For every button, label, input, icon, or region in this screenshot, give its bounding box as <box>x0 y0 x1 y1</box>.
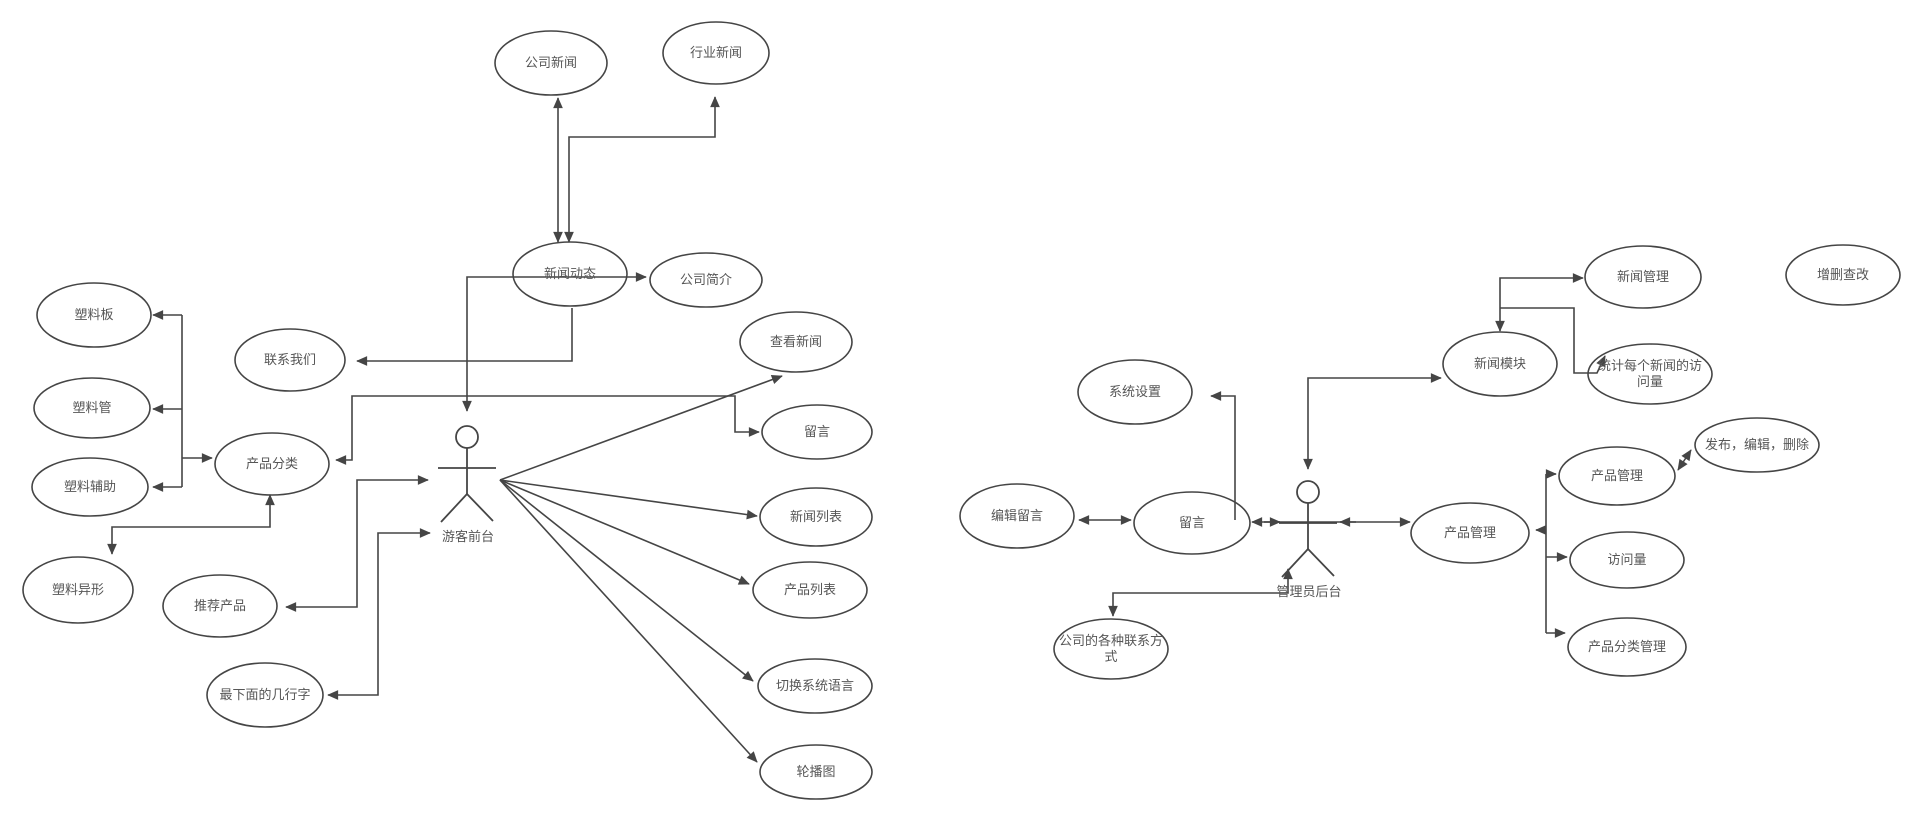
actor-admin-backend-right-leg <box>1307 548 1335 577</box>
connector-visitor-switch-language <box>499 479 754 682</box>
plastic-auxiliary-label: 塑料辅助 <box>64 480 116 495</box>
connector-admin-company-contacts <box>1108 568 1293 617</box>
company-news-label: 公司新闻 <box>525 55 577 71</box>
product-list-label: 产品列表 <box>784 583 836 598</box>
actor-admin-backend-left-leg <box>1281 548 1309 578</box>
connector-news-module-news-management <box>1495 273 1584 332</box>
usecase-leave-message[interactable] <box>761 404 873 460</box>
company-contacts-label: 公司的各种联系方式 <box>1059 633 1163 665</box>
connector-news-module-visit-stats <box>1500 307 1606 374</box>
connector-recommended-visitor <box>285 475 429 612</box>
connector-admin-news-module <box>1303 373 1442 470</box>
usecase-publish-edit-delete[interactable] <box>1694 417 1820 473</box>
usecase-product-category-management[interactable] <box>1567 617 1687 677</box>
actor-visitor-frontend[interactable] <box>438 425 496 523</box>
message-label: 留言 <box>1179 516 1205 531</box>
product-category-management-label: 产品分类管理 <box>1588 640 1666 655</box>
connector-visitor-carousel <box>499 479 758 763</box>
switch-language-label: 切换系统语言 <box>776 679 854 694</box>
connector-visitor-news-list <box>499 479 758 520</box>
recommended-products-label: 推荐产品 <box>194 599 246 614</box>
usecase-contact-us[interactable] <box>234 328 346 392</box>
news-module-label: 新闻模块 <box>1474 356 1526 372</box>
carousel-label: 轮播图 <box>796 765 835 780</box>
plastic-board-label: 塑料板 <box>74 308 113 323</box>
usecase-plastic-pipe[interactable] <box>33 377 151 439</box>
usecase-switch-language[interactable] <box>757 658 873 714</box>
bottom-text-lines-label: 最下面的几行字 <box>219 687 310 703</box>
edit-message-label: 编辑留言 <box>991 509 1043 524</box>
publish-edit-delete-label: 发布，编辑，删除 <box>1705 437 1809 453</box>
usecase-recommended-products[interactable] <box>162 574 278 638</box>
node-shapes-layer <box>22 21 1901 800</box>
plastic-pipe-label: 塑料管 <box>72 401 111 416</box>
actor-admin-backend[interactable] <box>1279 480 1337 578</box>
product-management-label: 产品管理 <box>1591 469 1643 484</box>
usecase-crud[interactable] <box>1785 244 1901 306</box>
usecase-product-list[interactable] <box>752 561 868 619</box>
company-profile-label: 公司简介 <box>680 272 732 288</box>
connector-product-publish-edit-delete <box>1677 449 1692 471</box>
labels-layer: 公司新闻行业新闻新闻动态公司简介联系我们查看新闻留言新闻列表产品列表切换系统语言… <box>52 45 1869 780</box>
usecase-product-management-main[interactable] <box>1410 502 1530 564</box>
usecase-news-management[interactable] <box>1584 245 1702 309</box>
news-updates-label: 新闻动态 <box>544 266 596 282</box>
actor-visitor-frontend-head <box>455 425 479 449</box>
usecase-plastic-special[interactable] <box>22 556 134 624</box>
connectors-layer <box>107 96 1692 763</box>
visit-count-label: 访问量 <box>1607 553 1646 568</box>
connector-visitor-view-news <box>499 374 783 481</box>
usecase-plastic-board[interactable] <box>36 282 152 348</box>
product-management-main-label: 产品管理 <box>1444 526 1496 541</box>
product-category-label: 产品分类 <box>246 457 298 472</box>
usecase-product-management[interactable] <box>1558 446 1676 506</box>
usecase-company-news[interactable] <box>494 30 608 96</box>
usecase-industry-news[interactable] <box>662 21 770 85</box>
usecase-news-list[interactable] <box>759 487 873 547</box>
connector-visitor-company-profile <box>462 272 647 412</box>
usecase-view-news[interactable] <box>739 311 853 373</box>
news-visit-stats-label: 统计每个新闻的访问量 <box>1598 358 1702 390</box>
crud-label: 增删查改 <box>1817 268 1869 283</box>
actor-visitor-frontend-left-leg <box>440 493 468 523</box>
usecase-news-module[interactable] <box>1442 331 1558 397</box>
usecase-news-visit-stats[interactable] <box>1587 343 1713 405</box>
news-list-label: 新闻列表 <box>790 509 842 525</box>
plastic-special-label: 塑料异形 <box>52 583 104 598</box>
system-settings-label: 系统设置 <box>1109 385 1161 400</box>
connector-arm-system-settings <box>1210 391 1236 520</box>
usecase-company-profile[interactable] <box>649 252 763 308</box>
connector-bottom-lines-visitor <box>327 528 431 700</box>
connector-news-updates-contact-us <box>356 308 573 366</box>
connector-category-plastic-special <box>107 494 275 555</box>
actor-visitor-frontend-right-leg <box>466 493 494 522</box>
contact-us-label: 联系我们 <box>264 353 316 368</box>
usecase-company-contacts[interactable] <box>1053 618 1169 680</box>
actor-visitor-frontend-label: 游客前台 <box>442 529 494 545</box>
connector-news-updates-industry-news <box>564 96 720 243</box>
usecase-carousel[interactable] <box>759 744 873 800</box>
usecase-edit-message[interactable] <box>959 483 1075 549</box>
usecase-message[interactable] <box>1133 491 1251 555</box>
connector-visitor-product-list <box>499 479 750 585</box>
actor-admin-backend-head <box>1296 480 1320 504</box>
industry-news-label: 行业新闻 <box>690 45 742 61</box>
usecase-visit-count[interactable] <box>1569 531 1685 589</box>
usecase-bottom-text-lines[interactable] <box>206 662 324 728</box>
leave-message-label: 留言 <box>804 425 830 440</box>
connector-category-leave-message <box>335 395 760 465</box>
actor-admin-backend-label: 管理员后台 <box>1276 585 1341 600</box>
view-news-label: 查看新闻 <box>770 334 822 350</box>
news-management-label: 新闻管理 <box>1617 269 1669 285</box>
usecase-system-settings[interactable] <box>1077 359 1193 425</box>
